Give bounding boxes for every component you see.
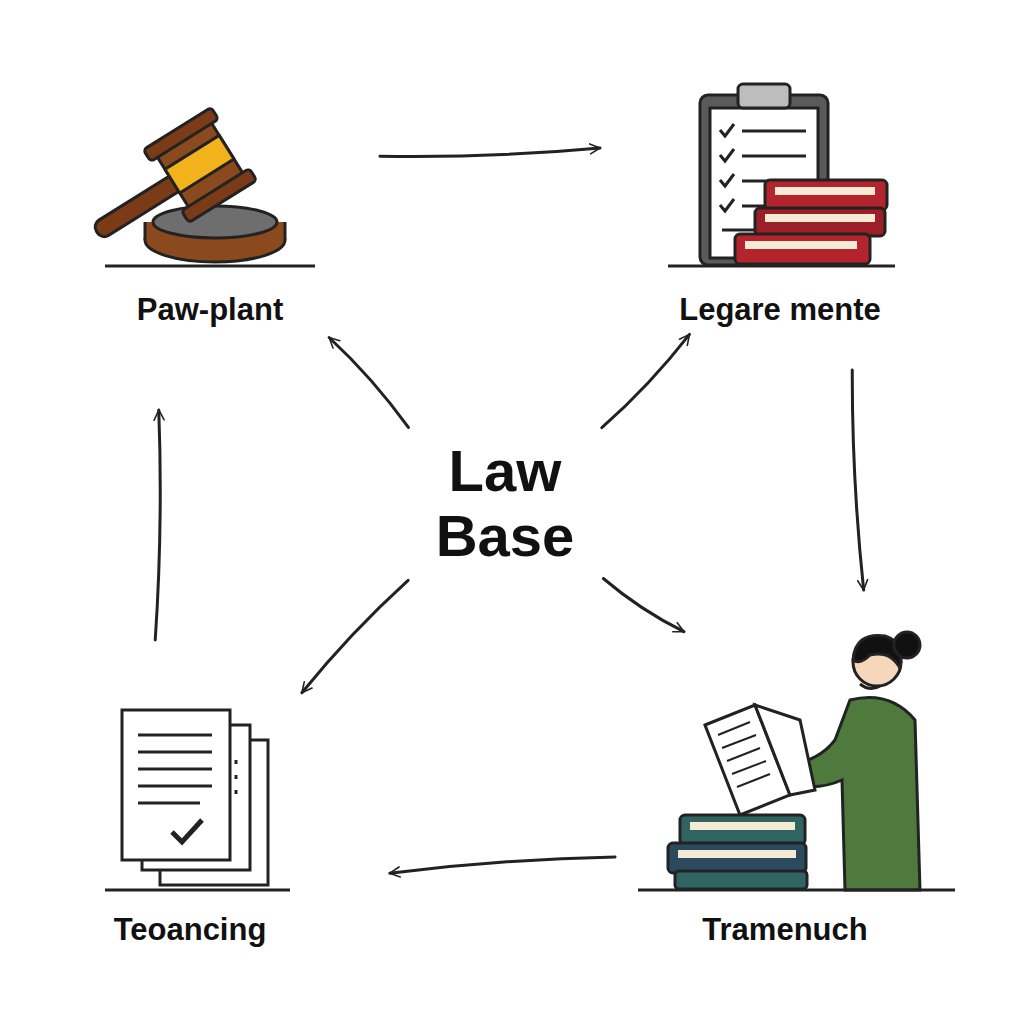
open-document [705,705,815,815]
icon-node: Teoancing [85,700,295,950]
hub-node: Law Base [405,435,605,573]
flow-arrow [329,338,408,428]
ground-line [105,265,315,268]
flow-arrow [155,410,160,640]
icon-node: Tramenuch [635,635,935,950]
book-stack [735,180,887,264]
hub-label: Law Base [415,439,595,569]
ground-line [668,265,895,268]
gavel-icon [92,107,285,262]
node-label: Teoancing [114,911,267,950]
flow-arrow [852,370,863,590]
icon-node: Legare mente [645,85,915,330]
flow-arrow [302,580,408,692]
flow-arrow [390,857,615,873]
node-label: Paw-plant [137,291,283,330]
icon-node: Paw-plant [85,115,335,330]
node-label: Tramenuch [702,911,867,950]
node-label: Legare mente [679,291,881,330]
flow-arrow [380,148,600,157]
ground-line [638,889,955,892]
ground-line [105,889,290,892]
flow-arrow [603,579,684,632]
documents-icon [122,710,268,885]
book-stack [668,815,807,889]
flow-arrow [602,334,690,427]
